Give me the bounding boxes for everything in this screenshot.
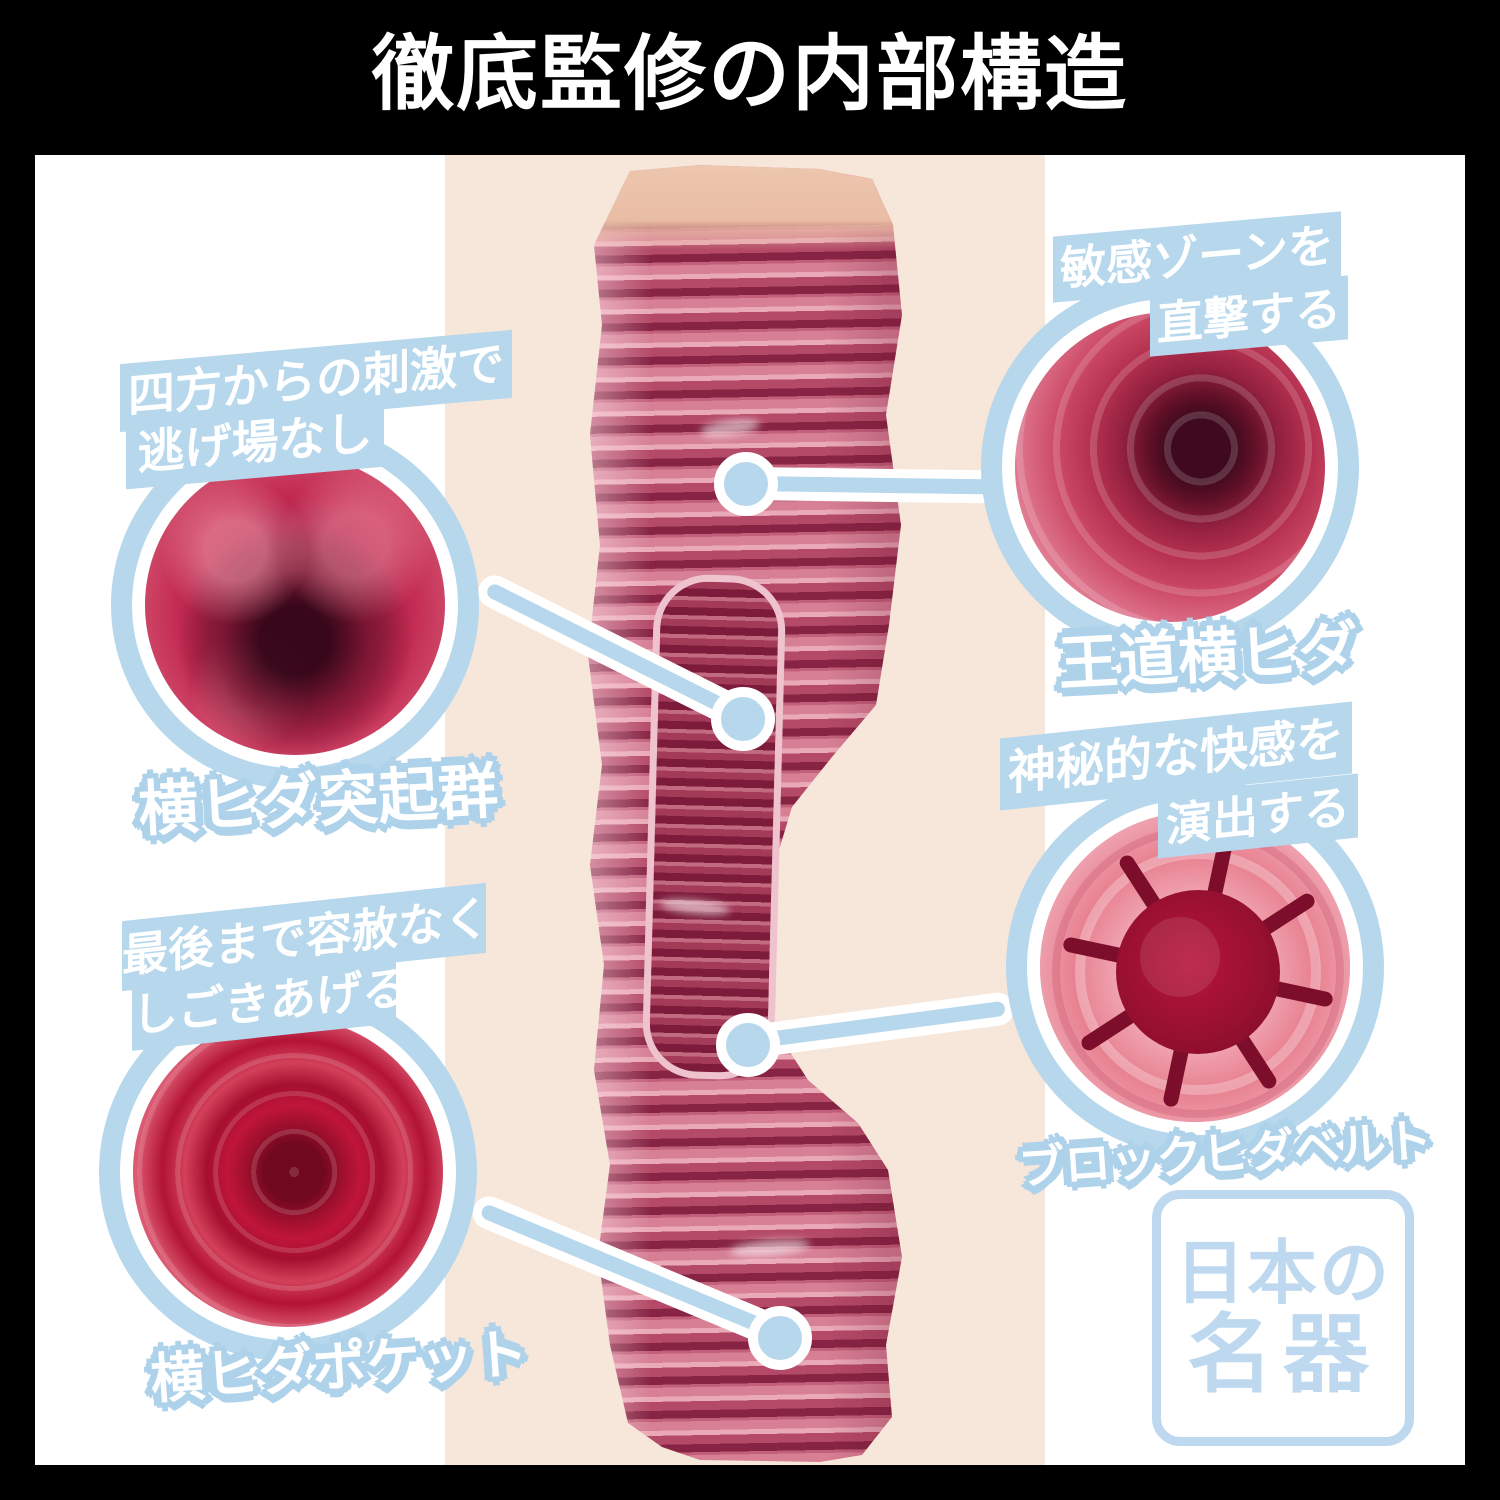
- connector-dot-top-right: [714, 452, 778, 516]
- connector-dot-right: [716, 1013, 780, 1077]
- connector-line-top-right: [749, 467, 1021, 504]
- connector-dot-top-left: [711, 687, 775, 751]
- closeup-circle-pocket: [133, 1017, 443, 1327]
- closeup-circle-classic-ridges: [1015, 312, 1325, 622]
- cross-section-inner-tunnel: [641, 573, 787, 1081]
- page-title: 徹底監修の内部構造: [371, 27, 1128, 122]
- seal-text-row1: 日本の: [1175, 1231, 1391, 1315]
- seal-text-row2: 名器: [1187, 1303, 1379, 1405]
- brand-seal-stamp: 日本の 名器: [1152, 1190, 1414, 1446]
- closeup-circle-ridge-bumps: [145, 455, 445, 755]
- title-band: 徹底監修の内部構造: [0, 0, 1500, 155]
- connector-dot-bottom-left: [748, 1306, 812, 1370]
- closeup-circle-block-belt: [1040, 812, 1350, 1122]
- feature-label-classic-ridges: 王道横ヒダ: [1056, 614, 1360, 700]
- gear-structure-graphic: [1040, 812, 1350, 1122]
